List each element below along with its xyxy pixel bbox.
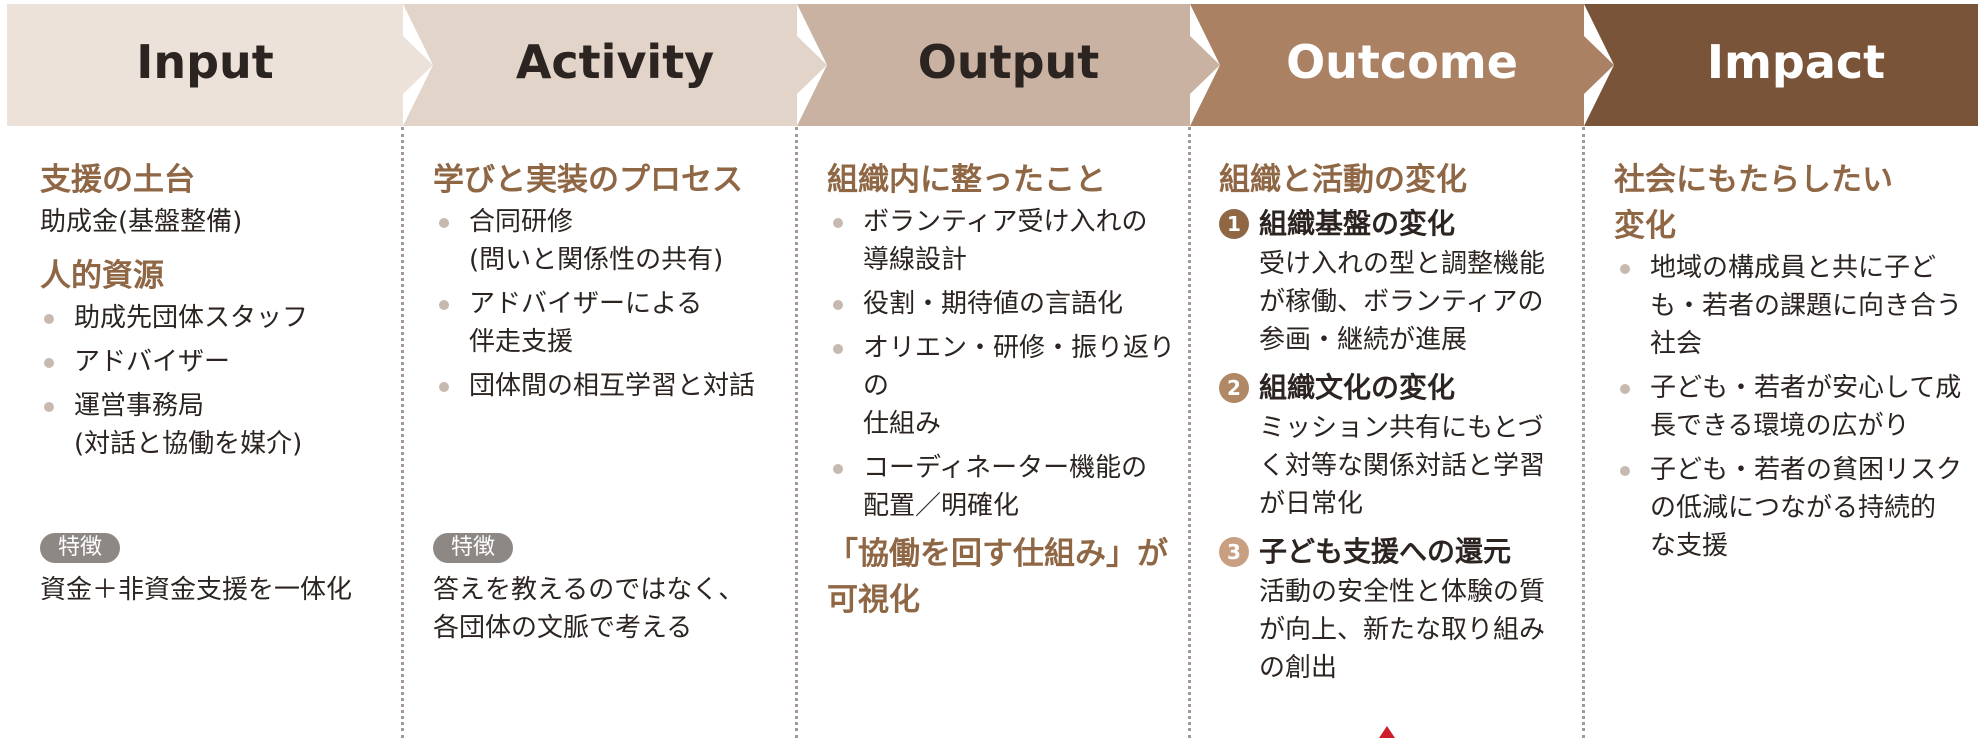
output-title: 組織内に整ったこと bbox=[827, 162, 1106, 198]
outcome-column: 組織と活動の変化 1 組織基盤の変化 受け入れの型と調整機能 が稼働、ボランティ… bbox=[1219, 127, 1575, 738]
input-title-human-resources: 人的資源 bbox=[40, 258, 164, 294]
list-item: 役割・期待値の言語化 bbox=[827, 285, 1177, 323]
outcome-item-heading: 組織文化の変化 bbox=[1259, 371, 1456, 404]
output-summary: 「協働を回す仕組み」が 可視化 bbox=[827, 536, 1168, 618]
list-item: コーディネーター機能の 配置／明確化 bbox=[827, 449, 1177, 525]
outcome-arrow-tip bbox=[1584, 36, 1614, 94]
activity-arrow-tip bbox=[797, 36, 827, 94]
impact-list: 地域の構成員と共に子ど も・若者の課題に向き合う 社会 子ども・若者が安心して成… bbox=[1614, 249, 1978, 565]
header-activity: Activity bbox=[515, 35, 715, 89]
divider-1 bbox=[401, 127, 404, 738]
header-impact: Impact bbox=[1706, 35, 1886, 89]
input-feature-text: 資金＋非資金支援を一体化 bbox=[40, 575, 353, 605]
impact-chevron bbox=[1584, 4, 1978, 126]
outcome-item-body: 活動の安全性と体験の質 が向上、新たな取り組み の創出 bbox=[1259, 577, 1546, 683]
feature-badge: 特徴 bbox=[433, 533, 514, 563]
number-3-icon: 3 bbox=[1219, 537, 1249, 567]
output-column: 組織内に整ったこと ボランティア受け入れの 導線設計 役割・期待値の言語化 オリ… bbox=[827, 127, 1177, 738]
outcome-item-3: 3 子ども支援への還元 活動の安全性と体験の質 が向上、新たな取り組み の創出 bbox=[1219, 531, 1575, 687]
activity-title: 学びと実装のプロセス bbox=[433, 162, 743, 198]
list-item: 地域の構成員と共に子ど も・若者の課題に向き合う 社会 bbox=[1614, 249, 1978, 363]
outcome-item-heading: 組織基盤の変化 bbox=[1259, 207, 1456, 240]
list-item: オリエン・研修・振り返りの 仕組み bbox=[827, 329, 1177, 443]
impact-column: 社会にもたらしたい 変化 地域の構成員と共に子ど も・若者の課題に向き合う 社会… bbox=[1614, 127, 1978, 738]
input-column: 支援の土台 助成金(基盤整備) 人的資源 助成先団体スタッフ アドバイザー 運営… bbox=[40, 127, 390, 738]
number-1-icon: 1 bbox=[1219, 209, 1249, 239]
outcome-item-body: ミッション共有にもとづ く対等な関係対話と学習 が日常化 bbox=[1259, 413, 1546, 519]
header-input: Input bbox=[136, 35, 274, 89]
header-chevrons bbox=[7, 4, 1978, 126]
input-grant-text: 助成金(基盤整備) bbox=[40, 207, 243, 237]
feature-badge: 特徴 bbox=[40, 533, 121, 563]
list-item: 助成先団体スタッフ bbox=[38, 299, 390, 337]
divider-2 bbox=[795, 127, 798, 738]
input-arrow-tip bbox=[403, 36, 433, 94]
outcome-item-heading: 子ども支援への還元 bbox=[1259, 535, 1512, 568]
list-item: ボランティア受け入れの 導線設計 bbox=[827, 203, 1177, 279]
output-chevron bbox=[797, 4, 1190, 126]
output-arrow-tip bbox=[1190, 36, 1220, 94]
number-2-icon: 2 bbox=[1219, 373, 1249, 403]
activity-feature-text: 答えを教えるのではなく、 各団体の文脈で考える bbox=[433, 575, 745, 643]
activity-column: 学びと実装のプロセス 合同研修 (問いと関係性の共有) アドバイザーによる 伴走… bbox=[433, 127, 783, 738]
input-title-foundation: 支援の土台 bbox=[40, 162, 195, 198]
activity-chevron bbox=[403, 4, 797, 126]
header-output: Output bbox=[917, 35, 1100, 89]
output-list: ボランティア受け入れの 導線設計 役割・期待値の言語化 オリエン・研修・振り返り… bbox=[827, 203, 1177, 525]
logic-model-header: Input Activity Output Outcome Impact bbox=[0, 0, 1984, 127]
input-list: 助成先団体スタッフ アドバイザー 運営事務局 (対話と協働を媒介) bbox=[38, 299, 390, 463]
list-item: アドバイザーによる 伴走支援 bbox=[433, 285, 783, 361]
list-item: アドバイザー bbox=[38, 343, 390, 381]
outcome-item-1: 1 組織基盤の変化 受け入れの型と調整機能 が稼働、ボランティアの 参画・継続が… bbox=[1219, 203, 1575, 359]
outcome-chevron bbox=[1190, 4, 1584, 126]
outcome-title: 組織と活動の変化 bbox=[1219, 162, 1467, 198]
input-chevron bbox=[7, 4, 403, 126]
header-outcome: Outcome bbox=[1286, 35, 1518, 89]
list-item: 合同研修 (問いと関係性の共有) bbox=[433, 203, 783, 279]
impact-title: 社会にもたらしたい 変化 bbox=[1614, 162, 1893, 244]
outcome-item-body: 受け入れの型と調整機能 が稼働、ボランティアの 参画・継続が進展 bbox=[1259, 249, 1546, 355]
list-item: 子ども・若者の貧困リスク の低減につながる持続的 な支援 bbox=[1614, 451, 1978, 565]
red-arrow-tip-icon bbox=[1379, 726, 1395, 738]
list-item: 団体間の相互学習と対話 bbox=[433, 367, 783, 405]
divider-4 bbox=[1582, 127, 1585, 738]
activity-list: 合同研修 (問いと関係性の共有) アドバイザーによる 伴走支援 団体間の相互学習… bbox=[433, 203, 783, 405]
divider-3 bbox=[1188, 127, 1191, 738]
outcome-item-2: 2 組織文化の変化 ミッション共有にもとづ く対等な関係対話と学習 が日常化 bbox=[1219, 367, 1575, 523]
list-item: 運営事務局 (対話と協働を媒介) bbox=[38, 387, 390, 463]
list-item: 子ども・若者が安心して成 長できる環境の広がり bbox=[1614, 369, 1978, 445]
